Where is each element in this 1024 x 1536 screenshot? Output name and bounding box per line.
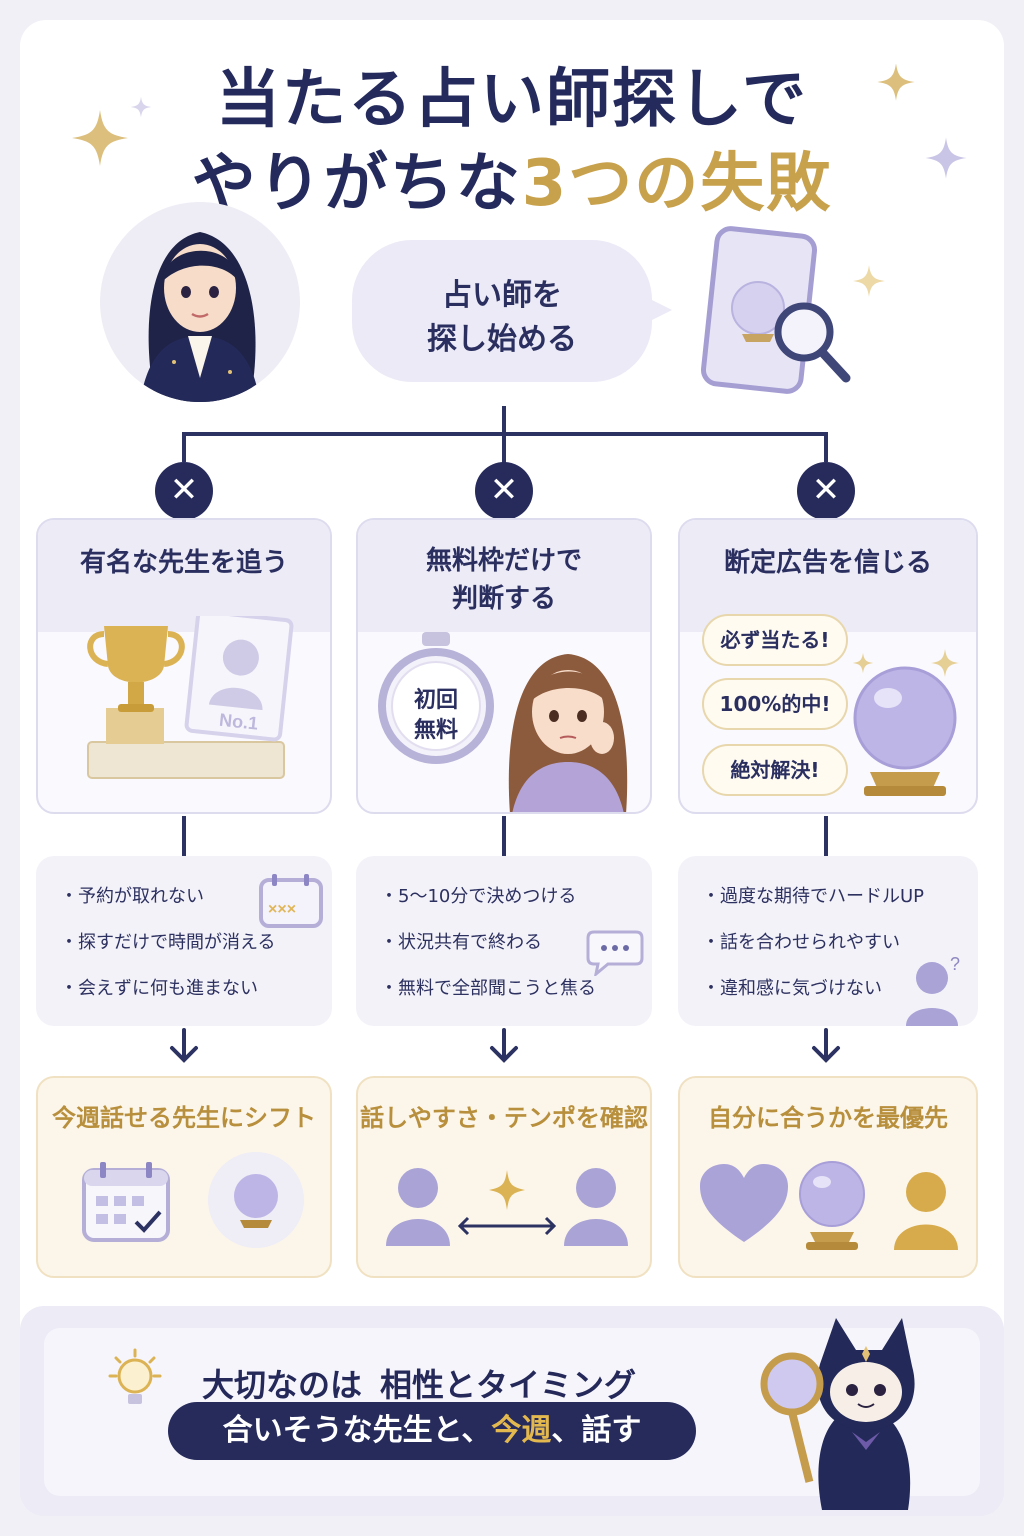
- timer-label-line-2: 無料: [413, 718, 458, 743]
- trophy-icon: No.1: [87, 616, 294, 779]
- crystal-ball-icon: [853, 666, 957, 796]
- cross-icon: ✕: [155, 462, 213, 520]
- footer-lead: 大切なのは: [202, 1366, 363, 1404]
- rank-badge: No.1: [218, 710, 259, 734]
- cross-icon: ✕: [797, 462, 855, 520]
- sparkle-icon: [852, 652, 874, 674]
- list-item: ・5〜10分で決めつける: [380, 886, 577, 907]
- card-header: [358, 520, 650, 632]
- conversation-icon: [386, 1168, 628, 1246]
- list-item: ・状況共有で終わる: [380, 932, 542, 953]
- solution-card-2: 話しやすさ・テンポを確認: [356, 1076, 652, 1278]
- connector-3: [824, 816, 828, 856]
- person-icon: ?: [906, 956, 960, 1026]
- list-item: ・探すだけで時間が消える: [60, 932, 276, 953]
- crystal-ball-icon: [799, 1161, 865, 1250]
- arrow-down-icon: [170, 1028, 198, 1063]
- list-item: ・違和感に気づけない: [702, 978, 882, 999]
- sparkle-icon: [931, 649, 959, 677]
- cat-mascot-illustration: [760, 1318, 915, 1510]
- svg-text:×××: ×××: [268, 901, 296, 918]
- list-item: ・無料で全部聞こうと焦る: [380, 978, 596, 999]
- card-header: [38, 520, 330, 632]
- ad-claim-2: 100%的中!: [702, 678, 848, 730]
- title-line-2-prefix: やりがちな: [191, 147, 522, 221]
- svg-text:?: ?: [950, 956, 960, 974]
- list-item: ・予約が取れない: [60, 886, 204, 907]
- footer-bar-suffix: 、話す: [551, 1413, 642, 1448]
- connector-2: [502, 816, 506, 856]
- crystal-ball-icon: [208, 1152, 304, 1248]
- phone-search-icon: [701, 226, 851, 394]
- connector-left: [182, 432, 186, 462]
- footer-key: 相性とタイミング: [380, 1366, 637, 1404]
- sparkle-icon: [877, 63, 915, 101]
- mistake-card-free: 無料枠だけで 判断する 初回 無料: [356, 518, 652, 814]
- start-text-line-1: 占い師を: [442, 278, 562, 313]
- connector-1: [182, 816, 186, 856]
- chat-icon: [586, 930, 644, 976]
- stopwatch-icon: [378, 632, 494, 764]
- timer-label-line-1: 初回: [413, 688, 458, 713]
- title-line-2: やりがちな3つの失敗: [0, 132, 1024, 224]
- sparkle-icon: [130, 96, 152, 118]
- solution-card-3: 自分に合うかを最優先: [678, 1076, 978, 1278]
- problem-list-3: ・過度な期待でハードルUP ・話を合わせられやすい ・違和感に気づけない ?: [678, 856, 978, 1026]
- ad-claim-3: 絶対解決!: [702, 744, 848, 796]
- connector-right: [824, 432, 828, 462]
- heart-icon: [700, 1164, 788, 1242]
- footer-call-to-action: 合いそうな先生と、今週、話す: [168, 1402, 696, 1460]
- card-title-line-1: 無料枠だけで: [425, 546, 582, 576]
- footer-headline: 大切なのは相性とタイミング: [202, 1360, 636, 1406]
- solution-text: 話しやすさ・テンポを確認: [360, 1104, 648, 1132]
- advisor-avatar: [100, 202, 300, 402]
- problem-list-1: ・予約が取れない ・探すだけで時間が消える ・会えずに何も進まない ×××: [36, 856, 332, 1026]
- solution-text: 今週話せる先生にシフト: [52, 1104, 316, 1132]
- footer-bar-prefix: 合いそうな先生と、: [222, 1413, 492, 1448]
- mistake-card-ads: 断定広告を信じる 必ず当たる! 100%的中! 絶対解決!: [678, 518, 978, 814]
- problem-list-2: ・5〜10分で決めつける ・状況共有で終わる ・無料で全部聞こうと焦る: [356, 856, 652, 1026]
- list-item: ・話を合わせられやすい: [702, 932, 900, 953]
- sparkle-icon: [925, 137, 967, 179]
- mistake-card-famous: 有名な先生を追う No.1: [36, 518, 332, 814]
- person-icon: [894, 1172, 958, 1250]
- arrow-down-icon: [812, 1028, 840, 1063]
- start-bubble: 占い師を 探し始める: [352, 240, 652, 382]
- start-text-line-2: 探し始める: [427, 322, 577, 357]
- title-highlight: 3つの失敗: [521, 147, 833, 221]
- connector-branch: [184, 432, 828, 436]
- footer-panel: 大切なのは相性とタイミング 合いそうな先生と、今週、話す: [20, 1306, 1004, 1516]
- card-title: 有名な先生を追う: [79, 548, 288, 578]
- calendar-icon: [82, 1162, 170, 1242]
- footer-bar-highlight: 今週: [491, 1413, 552, 1448]
- sparkle-icon: [72, 110, 128, 166]
- card-title-line-2: 判断する: [451, 584, 556, 614]
- title-line-1: 当たる占い師探しで: [215, 63, 809, 137]
- arrow-down-icon: [490, 1028, 518, 1063]
- card-title: 断定広告を信じる: [723, 548, 932, 578]
- solution-text: 自分に合うかを最優先: [708, 1104, 948, 1132]
- list-item: ・会えずに何も進まない: [60, 978, 258, 999]
- ad-claim-1: 必ず当たる!: [702, 614, 848, 666]
- cross-icon: ✕: [475, 462, 533, 520]
- card-header: [680, 520, 976, 632]
- lightbulb-icon: [108, 1348, 162, 1404]
- list-item: ・過度な期待でハードルUP: [702, 886, 925, 907]
- calendar-icon: ×××: [259, 874, 323, 928]
- worried-woman-illustration: [508, 654, 628, 812]
- sparkle-icon: [853, 265, 885, 297]
- solution-card-1: 今週話せる先生にシフト: [36, 1076, 332, 1278]
- bubble-tail: [644, 296, 672, 324]
